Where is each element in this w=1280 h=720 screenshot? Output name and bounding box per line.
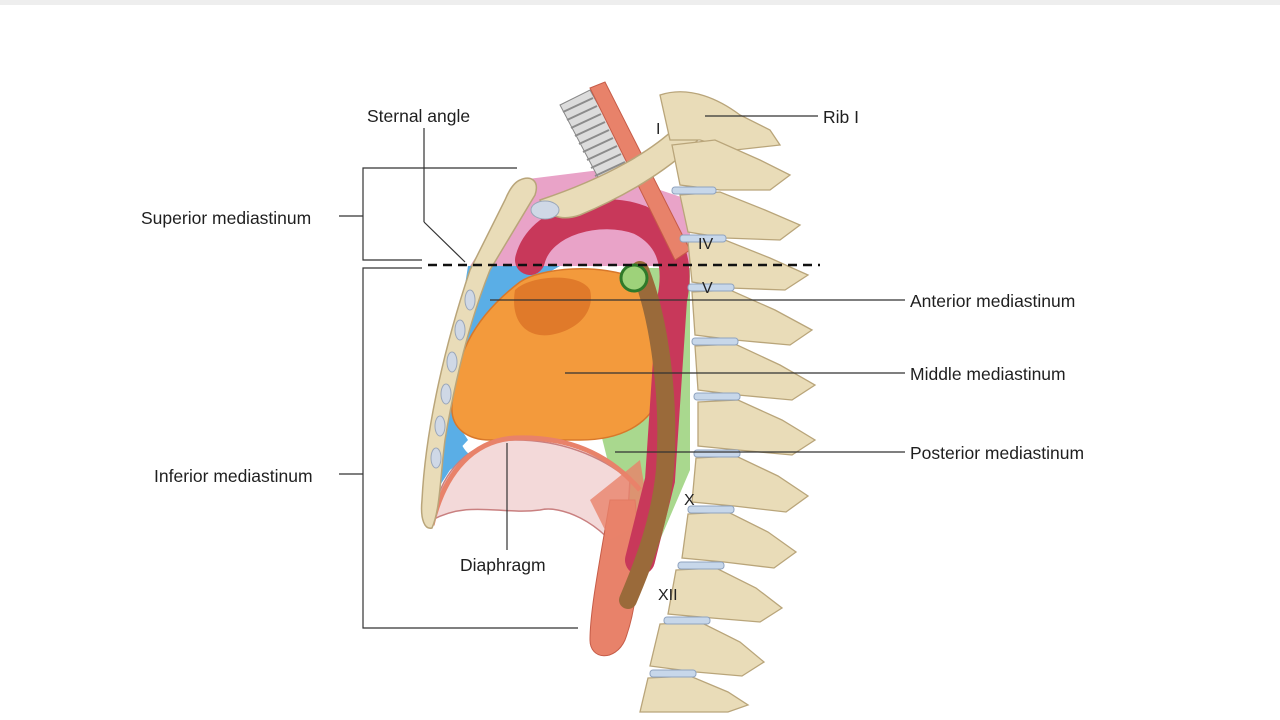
label-diaphragm: Diaphragm <box>460 555 546 575</box>
vertebra-label-x: X <box>684 492 695 509</box>
top-bar <box>0 0 1280 5</box>
vertebral-column <box>639 91 817 713</box>
vertebra-label-v: V <box>702 280 713 297</box>
vertebra-label-i: I <box>656 121 661 138</box>
diaphragm-outline <box>429 435 642 526</box>
costal-cartilages <box>430 200 560 469</box>
label-superior-mediastinum: Superior mediastinum <box>141 208 312 228</box>
vertebra-label-xii: XII <box>658 587 678 604</box>
esophagus <box>619 261 676 609</box>
sternum <box>420 177 537 529</box>
label-anterior-mediastinum: Anterior mediastinum <box>910 291 1076 311</box>
vertebra-label-iv: IV <box>698 236 714 253</box>
label-inferior-mediastinum: Inferior mediastinum <box>154 466 313 486</box>
leader-lines <box>339 115 905 629</box>
label-sternal-angle: Sternal angle <box>367 106 471 126</box>
aorta <box>515 199 690 575</box>
pulmonary-trunk <box>619 263 649 293</box>
label-posterior-mediastinum: Posterior mediastinum <box>910 443 1085 463</box>
label-middle-mediastinum: Middle mediastinum <box>910 364 1066 384</box>
heart-atrium <box>514 277 591 336</box>
label-rib-1: Rib I <box>823 107 859 127</box>
